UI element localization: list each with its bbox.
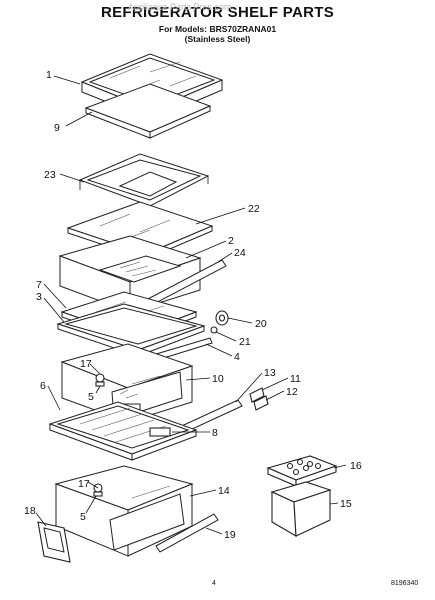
callout-9: 9 <box>54 122 60 134</box>
callout-13: 13 <box>264 367 276 379</box>
callout-23: 23 <box>44 169 56 181</box>
part-screw-21 <box>210 326 218 334</box>
callout-15: 15 <box>340 498 352 510</box>
part-upper-crisper-drawer <box>58 235 202 313</box>
callout-5-upper: 5 <box>88 391 94 403</box>
callout-4: 4 <box>234 351 240 363</box>
part-lower-shelf <box>48 401 198 461</box>
part-crisper-knob-17a <box>95 373 105 387</box>
model-info: For Models: BRS70ZRANA01 (Stainless Stee… <box>0 24 435 44</box>
callout-leaders <box>35 75 347 535</box>
callout-16: 16 <box>350 460 362 472</box>
callout-11: 11 <box>290 373 301 385</box>
callout-24: 24 <box>234 247 246 259</box>
watermark: Appliance Parts Pros.com <box>128 2 232 12</box>
callout-14: 14 <box>218 485 230 497</box>
document-number: 8196340 <box>391 580 419 587</box>
callout-8: 8 <box>212 427 218 439</box>
part-crisper-knob-17b <box>93 483 103 497</box>
part-bin-15 <box>270 481 332 537</box>
part-clip-11-12 <box>249 387 269 411</box>
part-roller-20 <box>215 310 229 326</box>
part-label-card-18 <box>37 521 71 563</box>
callout-19: 19 <box>224 529 236 541</box>
callout-6: 6 <box>40 380 46 392</box>
callout-21: 21 <box>239 336 251 348</box>
part-shelf-frame <box>84 83 212 139</box>
callout-5-lower: 5 <box>80 511 86 523</box>
callout-17-lower: 17 <box>78 478 90 490</box>
part-egg-tray-16 <box>266 455 338 487</box>
callout-12: 12 <box>286 386 298 398</box>
callout-18: 18 <box>24 505 36 517</box>
callout-17-upper: 17 <box>80 358 92 370</box>
callout-22: 22 <box>248 203 260 215</box>
models-line: For Models: BRS70ZRANA01 <box>158 24 277 34</box>
callout-20: 20 <box>255 318 267 330</box>
part-rail-19 <box>155 513 219 553</box>
callout-10: 10 <box>212 373 224 385</box>
callout-1: 1 <box>46 69 52 81</box>
callout-3: 3 <box>36 291 42 303</box>
part-cover-frame <box>78 153 210 214</box>
variant-line: (Stainless Steel) <box>184 34 251 44</box>
page-number: 4 <box>212 580 216 587</box>
page-title: REFRIGERATOR SHELF PARTS <box>100 4 335 21</box>
callout-7: 7 <box>36 279 42 291</box>
callout-2: 2 <box>228 235 234 247</box>
part-meat-drawer <box>54 465 194 557</box>
callout-labels: 1 9 23 22 2 24 7 3 20 21 4 17 10 6 5 13 … <box>24 69 362 541</box>
